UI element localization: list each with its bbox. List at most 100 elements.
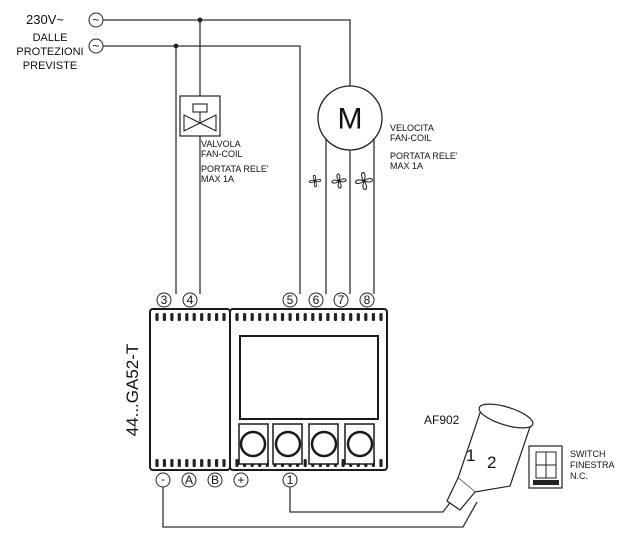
terminal-tooth	[333, 313, 338, 321]
sensor-wire-minus	[162, 487, 478, 528]
af902-sensor-icon	[446, 403, 534, 511]
valve-label-line1: VALVOLA	[201, 139, 241, 149]
valve-label-line4: MAX 1A	[201, 174, 234, 184]
terminal-tooth	[155, 459, 159, 467]
sensor-name-label: AF902	[424, 413, 460, 427]
terminal-tooth	[356, 313, 360, 321]
speed-label-line2: FAN-COIL	[390, 133, 432, 143]
terminal-4: 4	[182, 292, 198, 308]
terminal-tooth	[162, 313, 166, 321]
terminal-tooth	[288, 313, 292, 321]
svg-text:4: 4	[187, 293, 194, 307]
terminal-tooth	[192, 459, 196, 467]
terminal-8: 8	[359, 292, 375, 308]
speed-label-line3: PORTATA RELE'	[390, 151, 458, 161]
terminal-b: B	[207, 472, 223, 488]
terminal-tooth	[235, 459, 239, 467]
terminal-tooth	[177, 313, 181, 321]
terminal-tooth	[349, 313, 353, 321]
terminal-tooth	[200, 459, 204, 467]
svg-text:A: A	[185, 473, 193, 487]
terminal-tooth	[207, 313, 211, 321]
svg-text:B: B	[211, 473, 219, 487]
terminal-tooth	[177, 459, 181, 467]
terminal-5: 5	[282, 292, 298, 308]
terminal-tooth	[192, 313, 196, 321]
supply-note-line1: DALLE	[33, 32, 68, 44]
sensor-pin-2: 2	[487, 453, 496, 472]
terminal-1: 1	[282, 472, 298, 488]
terminal-tooth	[222, 313, 226, 321]
svg-text:+: +	[237, 473, 244, 487]
terminal-tooth	[207, 459, 211, 467]
terminal-tooth	[364, 313, 368, 321]
switch-label-line3: N.C.	[570, 471, 588, 481]
terminal-tooth	[258, 313, 262, 321]
terminal-tooth	[273, 313, 277, 321]
switch-label-line2: FINESTRA	[570, 460, 615, 470]
fan-mid-icon	[331, 173, 347, 189]
device-button-4[interactable]	[344, 423, 375, 465]
terminal-tooth	[243, 313, 247, 321]
svg-text:-: -	[161, 472, 165, 486]
device-model-label: 44...GA52-T	[123, 344, 142, 437]
svg-text:8: 8	[364, 293, 371, 307]
svg-text:3: 3	[161, 293, 168, 307]
device-button-3[interactable]	[308, 423, 339, 465]
terminal-7: 7	[333, 292, 349, 308]
motor-label: M	[338, 103, 363, 136]
speed-label-line4: MAX 1A	[390, 161, 423, 171]
supply-note-line3: PREVISTE	[23, 60, 77, 72]
terminal-a: A	[181, 472, 197, 488]
terminal-tooth	[200, 313, 204, 321]
supply-voltage-label: 230V~	[26, 12, 64, 27]
device-button-1[interactable]	[238, 423, 269, 465]
svg-text:7: 7	[338, 293, 345, 307]
window-switch-icon	[528, 445, 563, 489]
supply-phase-glyph: ~	[92, 13, 99, 27]
terminal-tooth	[170, 459, 174, 467]
valve-icon	[179, 95, 221, 137]
terminal-tooth	[318, 313, 322, 321]
terminal-tooth	[215, 313, 219, 321]
valve-label-line2: FAN-COIL	[201, 149, 243, 159]
terminal-tooth	[296, 313, 300, 321]
terminal-tooth	[162, 459, 166, 467]
terminal-tooth	[303, 313, 307, 321]
terminal-tooth	[379, 313, 383, 321]
sensor-wire-input	[289, 487, 462, 513]
terminal-plus: +	[233, 472, 249, 488]
terminal-tooth	[222, 459, 226, 467]
terminal-tooth	[341, 313, 345, 321]
terminal-tooth	[185, 313, 189, 321]
terminal-tooth	[311, 313, 315, 321]
fan-high-icon	[355, 172, 373, 190]
neutral-wire	[103, 45, 301, 294]
speed-label-line1: VELOCITA	[390, 123, 434, 133]
valve-label-line3: PORTATA RELE'	[201, 164, 269, 174]
phase-wire	[103, 19, 351, 86]
terminal-tooth	[235, 313, 239, 321]
terminal-tooth	[155, 313, 159, 321]
terminal-tooth	[379, 459, 383, 467]
terminal-tooth	[250, 313, 254, 321]
svg-text:6: 6	[313, 293, 320, 307]
supply-note-line2: PROTEZIONI	[16, 46, 83, 58]
terminal-tooth	[280, 313, 285, 321]
supply-neutral-glyph: ~	[92, 39, 99, 53]
svg-text:1: 1	[287, 473, 294, 487]
terminal-tooth	[371, 313, 375, 321]
terminal-tooth	[341, 459, 345, 467]
device-button-2[interactable]	[272, 423, 303, 465]
terminal-tooth	[185, 459, 189, 467]
terminal-tooth	[215, 459, 219, 467]
terminal-tooth	[303, 459, 307, 467]
terminal-6: 6	[308, 292, 324, 308]
device-display	[239, 335, 379, 420]
terminal-minus: -	[155, 472, 171, 488]
terminal-3: 3	[156, 292, 172, 308]
switch-label-line1: SWITCH	[570, 449, 606, 459]
fan-low-icon	[308, 174, 322, 188]
